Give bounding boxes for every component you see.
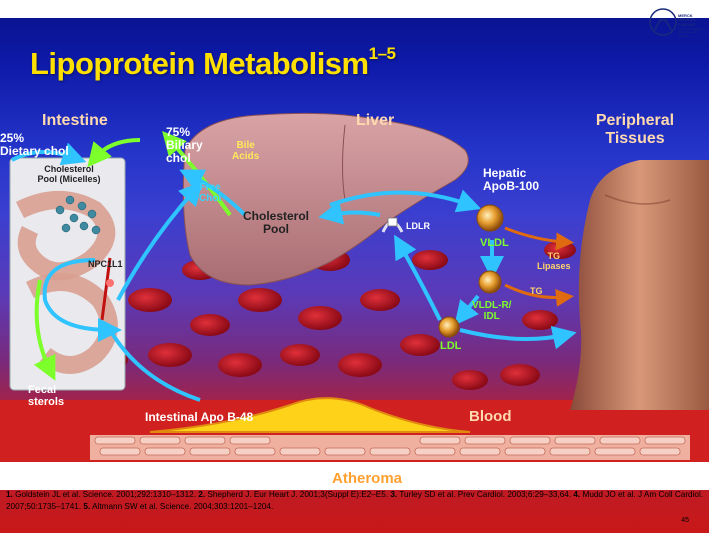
reference-item: 3. Turley SD et al. Prev Cardiol. 2003;6… [390,490,572,499]
npc1l1-label: NPC1L1 [88,259,123,269]
vldl-particle [476,204,504,232]
logo-emblem [649,8,677,36]
title-citation-sup: 1–5 [368,44,396,63]
region-atheroma: Atheroma [332,470,403,487]
ldlr-label: LDLR [406,221,430,231]
region-liver: Liver [356,112,395,129]
region-intestine: Intestine [42,112,108,129]
references: 1. Goldstein JL et al. Science. 2001;292… [6,489,706,513]
apo-b48-label: Intestinal Apo B-48 [145,410,254,424]
slide-title: Lipoprotein Metabolism1–5 [30,44,396,81]
region-blood: Blood [469,408,512,425]
vldl-label: VLDL [480,237,509,249]
logo-subtext: Improving Medical Education and Practice [678,27,703,38]
idl-particle [478,270,502,294]
ldl-label: LDL [440,340,462,352]
ldl-particle [438,316,460,338]
reference-item: 4. Mudd JO et al. J Am Coll Cardiol. 200… [6,490,704,511]
reference-item: 5. Altmann SW et al. Science. 2004;303:1… [83,501,274,511]
liver-shape [182,112,469,286]
logo-text: MERCK MEDICAL FORUMS [678,13,697,27]
peripheral-body [570,160,709,410]
page-number: 45 [681,517,689,524]
dietary-label: 25%Dietary chol [0,131,69,159]
reference-item: 2. Shepherd J. Eur Heart J. 2001;3(Suppl… [198,490,389,499]
tg-label: TG [530,286,543,296]
vldlr-idl-label: VLDL-R/IDL [472,300,512,322]
reference-item: 1. Goldstein JL et al. Science. 2001;292… [6,490,196,499]
atheroma-plaque [149,397,471,433]
